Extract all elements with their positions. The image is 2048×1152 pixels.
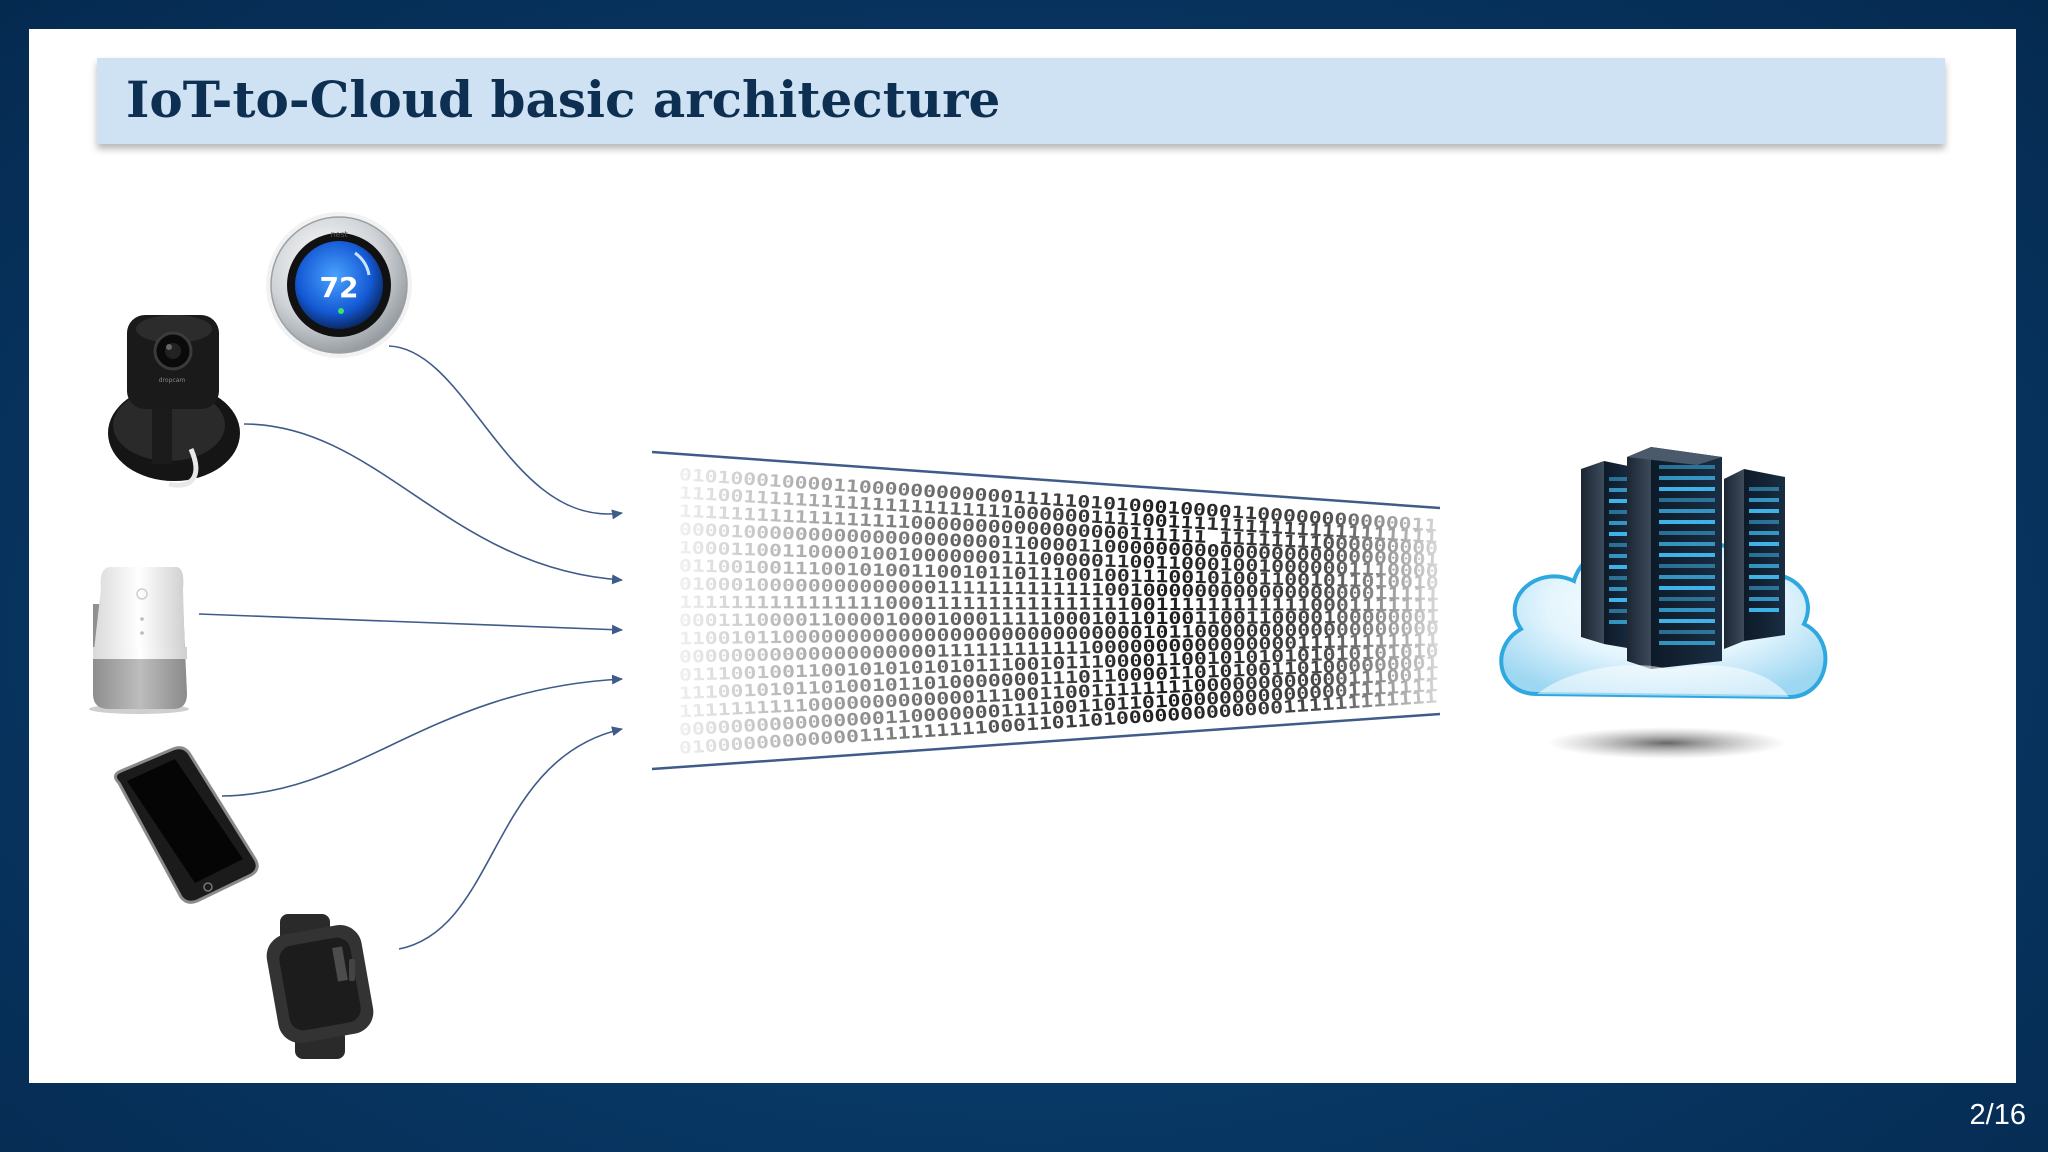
smart-speaker-icon (89, 567, 189, 714)
slide-title: IoT-to-Cloud basic architecture (126, 70, 1001, 129)
server-rack-lights (1609, 465, 1779, 645)
connector-thermostat (388, 345, 623, 520)
title-bar: IoT-to-Cloud basic architecture (97, 58, 1945, 144)
connector-watch (398, 726, 623, 950)
server-light (1659, 564, 1715, 568)
server-light (1609, 477, 1627, 481)
server-light (1659, 641, 1715, 645)
server-light (1749, 487, 1779, 491)
server-light (1609, 576, 1627, 580)
server-light (1659, 476, 1715, 480)
funnel-top-edge (651, 450, 1441, 510)
server-light (1609, 620, 1627, 624)
server-light (1609, 554, 1627, 558)
server-light (1659, 509, 1715, 513)
server-light (1659, 575, 1715, 579)
server-light (1749, 586, 1779, 590)
funnel-bottom-edge (651, 712, 1441, 771)
server-light (1749, 564, 1779, 568)
thermostat-brand: nest (330, 230, 347, 239)
server-light (1609, 609, 1627, 613)
slide: IoT-to-Cloud basic architecture (29, 29, 2016, 1083)
page-number: 2/16 (1969, 1099, 2026, 1131)
server-light (1659, 608, 1715, 612)
server-light (1609, 499, 1627, 503)
smartwatch-icon (266, 914, 374, 1059)
server-light (1609, 488, 1627, 492)
server-light (1749, 608, 1779, 612)
server-light (1659, 619, 1715, 623)
server-light (1659, 630, 1715, 634)
server-light (1659, 465, 1715, 469)
server-light (1609, 598, 1627, 602)
server-light (1609, 543, 1627, 547)
server-light (1609, 565, 1627, 569)
server-light (1659, 586, 1715, 590)
connector-lines (198, 345, 623, 950)
architecture-diagram: 0101000100001100000000000011111010100010… (89, 212, 1828, 1059)
server-light (1659, 597, 1715, 601)
cloud-server-icon (1499, 447, 1828, 759)
server-light (1659, 520, 1715, 524)
server-light (1659, 531, 1715, 535)
server-light (1749, 597, 1779, 601)
connector-camera (243, 423, 623, 585)
server-light (1749, 553, 1779, 557)
server-light (1659, 542, 1715, 546)
server-light (1609, 587, 1627, 591)
server-light (1749, 531, 1779, 535)
server-light (1659, 498, 1715, 502)
server-light (1609, 532, 1627, 536)
server-light (1659, 553, 1715, 557)
server-light (1609, 521, 1627, 525)
thermostat-temperature: 72 (320, 271, 359, 304)
server-light (1659, 487, 1715, 491)
server-light (1749, 509, 1779, 513)
server-light (1749, 520, 1779, 524)
smartphone-icon (114, 746, 259, 904)
connector-phone (221, 674, 623, 797)
server-light (1749, 575, 1779, 579)
data-stream-funnel: 0101000100001100000000000011111010100010… (651, 450, 1441, 771)
server-light (1609, 510, 1627, 514)
server-light (1749, 498, 1779, 502)
nest-thermostat-icon: nest 72 (266, 212, 412, 358)
camera-brand: dropcam (159, 377, 186, 384)
connector-speaker (198, 613, 623, 635)
security-camera-icon: dropcam (108, 315, 240, 488)
server-light (1749, 542, 1779, 546)
